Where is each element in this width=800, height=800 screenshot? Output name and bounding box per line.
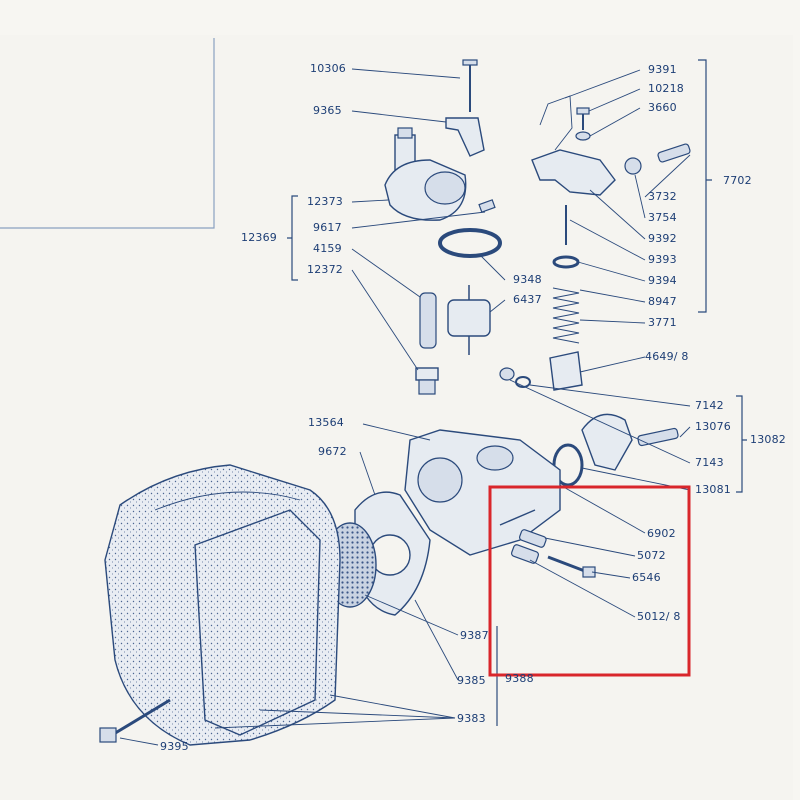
- label-3660: 3660: [648, 101, 677, 114]
- washer-7142b: [515, 376, 531, 388]
- label-9672: 9672: [318, 445, 347, 458]
- float-6437: [447, 285, 491, 355]
- label-3754: 3754: [648, 211, 677, 224]
- ring-9394: [552, 255, 580, 269]
- label-13082: 13082: [750, 433, 786, 446]
- inset-box: [0, 38, 215, 229]
- label-10218: 10218: [648, 82, 684, 95]
- nut-7142: [499, 367, 515, 381]
- highlight-box: [488, 485, 691, 677]
- label-9393: 9393: [648, 253, 677, 266]
- label-6902: 6902: [647, 527, 676, 540]
- lever-9391: [539, 95, 573, 151]
- screw-10306: [462, 59, 478, 112]
- label-12373: 12373: [307, 195, 343, 208]
- label-13081: 13081: [695, 483, 731, 496]
- label-4159: 4159: [313, 242, 342, 255]
- label-4649: 4649/ 8: [645, 350, 689, 363]
- label-3771: 3771: [648, 316, 677, 329]
- label-12369: 12369: [241, 231, 277, 244]
- screw-5072: [518, 529, 547, 548]
- label-13564: 13564: [308, 416, 344, 429]
- label-9617: 9617: [313, 221, 342, 234]
- label-8947: 8947: [648, 295, 677, 308]
- label-9395: 9395: [160, 740, 189, 753]
- label-9348: 9348: [513, 273, 542, 286]
- label-13076: 13076: [695, 420, 731, 433]
- label-9385: 9385: [457, 674, 486, 687]
- label-9388: 9388: [505, 672, 534, 685]
- brace-12369: [287, 195, 298, 281]
- bracket-9365: [445, 117, 485, 157]
- label-9387: 9387: [460, 629, 489, 642]
- label-5072: 5072: [637, 549, 666, 562]
- label-6546: 6546: [632, 571, 661, 584]
- filter-4159: [419, 292, 437, 349]
- label-5012: 5012/ 8: [637, 610, 681, 623]
- label-9392: 9392: [648, 232, 677, 245]
- carb-throat: [476, 445, 514, 471]
- screw-3732: [657, 143, 691, 163]
- spring-3771: [552, 287, 580, 344]
- clamp-13076: [581, 413, 679, 471]
- label-7702: 7702: [723, 174, 752, 187]
- linkage-bracket: [531, 149, 616, 196]
- brace-7702: [698, 59, 712, 313]
- brace-13082: [736, 395, 747, 493]
- screw-6546: [547, 555, 596, 578]
- gasket-9348: [438, 228, 502, 258]
- screw-5012: [510, 544, 540, 564]
- slide-4649: [549, 351, 583, 391]
- label-9365: 9365: [313, 104, 342, 117]
- nut-3754: [624, 157, 642, 175]
- label-7143: 7143: [695, 456, 724, 469]
- bolt-9395: [99, 698, 171, 743]
- screw-9617: [478, 199, 496, 213]
- label-9391: 9391: [648, 63, 677, 76]
- washer-3660: [575, 131, 591, 141]
- carb-bore: [417, 457, 463, 503]
- label-3732: 3732: [648, 190, 677, 203]
- plug-12372: [415, 367, 439, 395]
- label-9394: 9394: [648, 274, 677, 287]
- label-7142: 7142: [695, 399, 724, 412]
- label-12372: 12372: [307, 263, 343, 276]
- label-9383: 9383: [457, 712, 486, 725]
- leader-lines: [119, 68, 691, 746]
- float-bowl-12373: [384, 127, 467, 221]
- label-10306: 10306: [310, 62, 346, 75]
- airbox-9383: [104, 464, 341, 746]
- label-6437: 6437: [513, 293, 542, 306]
- screw-10218: [576, 107, 590, 130]
